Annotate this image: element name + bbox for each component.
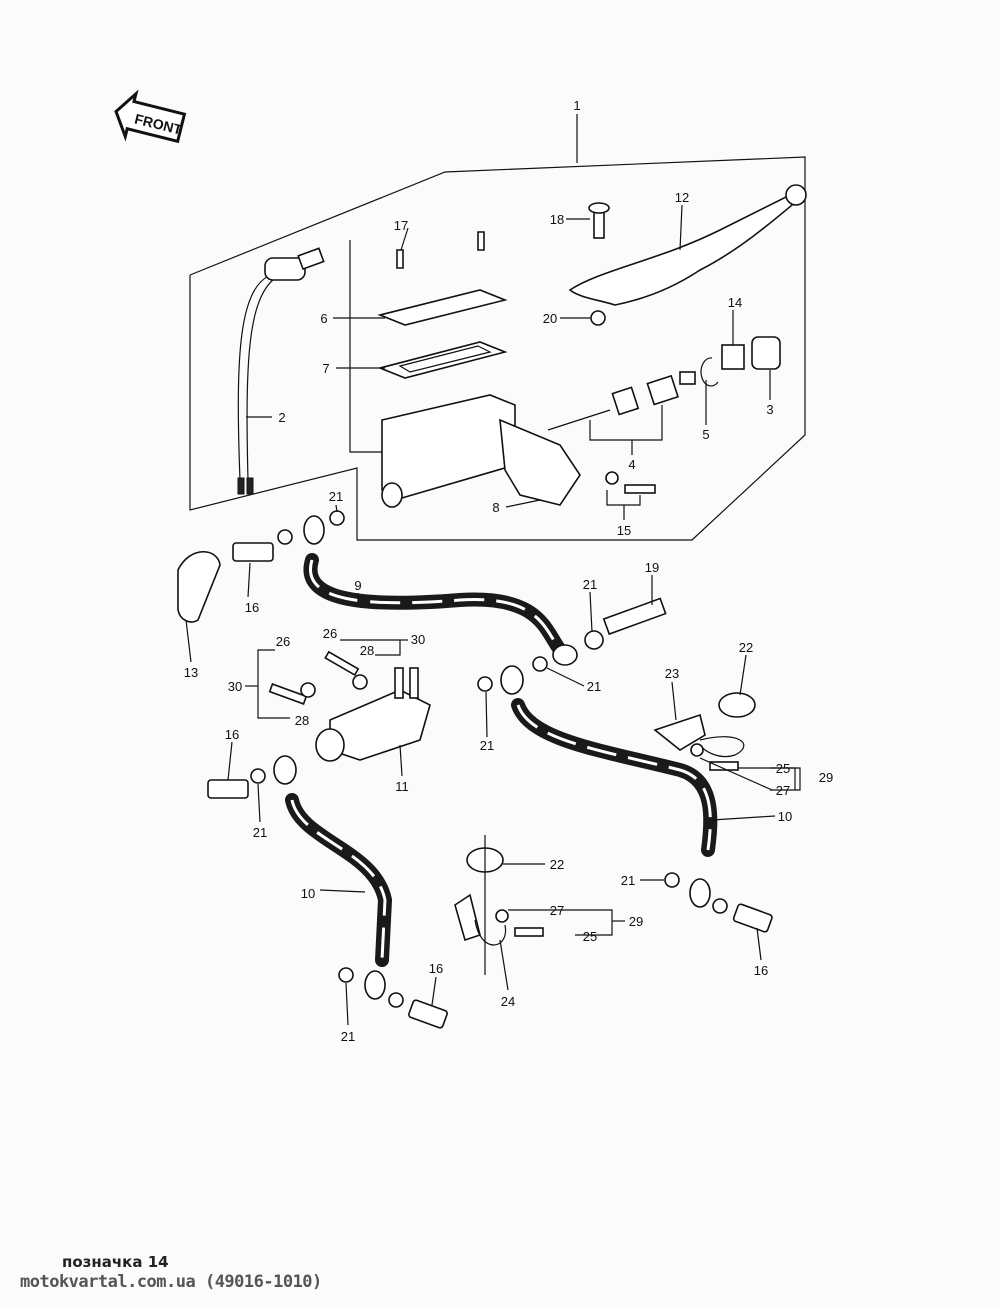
banjo-bolt: [408, 999, 448, 1029]
banjo-fitting: [303, 515, 325, 545]
callout-labels: 1 17 18 12 6 7 20 14 2 5 3 4 8 15 21 16 …: [184, 98, 833, 1044]
callout: 30: [228, 679, 242, 694]
callout: 25: [776, 761, 790, 776]
callout: 22: [739, 640, 753, 655]
front-arrow-logo: FRONT: [114, 89, 187, 144]
screw: [396, 249, 404, 269]
callout: 16: [754, 963, 768, 978]
callout: 16: [225, 727, 239, 742]
callout: 26: [276, 634, 290, 649]
banjo-bolt: [232, 542, 274, 562]
callout: 6: [320, 311, 327, 326]
callout: 5: [702, 427, 709, 442]
callout: 28: [295, 713, 309, 728]
nut: [590, 310, 606, 326]
brake-hose: [303, 553, 567, 657]
callout: 27: [776, 783, 790, 798]
callout: 30: [411, 632, 425, 647]
circlip: [700, 357, 719, 387]
callout: 20: [543, 311, 557, 326]
callout: 10: [778, 809, 792, 824]
callout: 14: [728, 295, 742, 310]
assembly-outline: [189, 156, 806, 541]
callout: 21: [253, 825, 267, 840]
callout: 16: [429, 961, 443, 976]
callout: 21: [341, 1029, 355, 1044]
master-cylinder-body: [381, 394, 581, 508]
callout: 28: [360, 643, 374, 658]
bleeder-cap: [177, 551, 221, 623]
bolt: [624, 484, 656, 494]
brake-hose-joint: [315, 667, 431, 762]
callout: 15: [617, 523, 631, 538]
callout: 8: [492, 500, 499, 515]
callout: 7: [322, 361, 329, 376]
leader-lines: [185, 204, 801, 1026]
leader-line: [349, 240, 382, 453]
callout: 25: [583, 929, 597, 944]
callout: 16: [245, 600, 259, 615]
diaphragm: [377, 341, 508, 379]
callout: 21: [480, 738, 494, 753]
piston-assembly: [547, 371, 696, 431]
callout: 24: [501, 994, 515, 1009]
callout: 21: [329, 489, 343, 504]
brake-light-switch: [237, 247, 325, 495]
callout: 26: [323, 626, 337, 641]
callout: 1: [573, 98, 580, 113]
grommet: [718, 692, 756, 718]
banjo-bolt: [732, 903, 773, 933]
site-watermark: motokvartal.com.ua (49016-1010): [20, 1272, 322, 1292]
banjo-bolt: [602, 597, 667, 636]
callout: 23: [665, 666, 679, 681]
washer: [277, 529, 293, 545]
banjo-bolt: [207, 779, 249, 799]
callout: 9: [354, 578, 361, 593]
hose-bracket: [454, 893, 481, 942]
hose-bracket: [653, 713, 706, 751]
pushrod-collar: [751, 336, 781, 370]
brake-lever: [568, 194, 800, 306]
callout: 19: [645, 560, 659, 575]
callout: 21: [621, 873, 635, 888]
reservoir-cap: [377, 289, 508, 326]
callout: 3: [766, 402, 773, 417]
callout: 12: [675, 190, 689, 205]
dust-seal: [721, 344, 745, 370]
callout: 17: [394, 218, 408, 233]
callout: 27: [550, 903, 564, 918]
callout: 29: [819, 770, 833, 785]
screw: [477, 231, 485, 251]
callout: 13: [184, 665, 198, 680]
callout: 21: [583, 577, 597, 592]
callout: 4: [628, 457, 635, 472]
callout: 18: [550, 212, 564, 227]
screw: [268, 683, 308, 705]
callout: 22: [550, 857, 564, 872]
callout: 29: [629, 914, 643, 929]
callout: 11: [395, 779, 409, 794]
callout: 2: [278, 410, 285, 425]
callout: 21: [587, 679, 601, 694]
callout: 10: [301, 886, 315, 901]
diagram-caption: позначка 14: [62, 1253, 169, 1271]
